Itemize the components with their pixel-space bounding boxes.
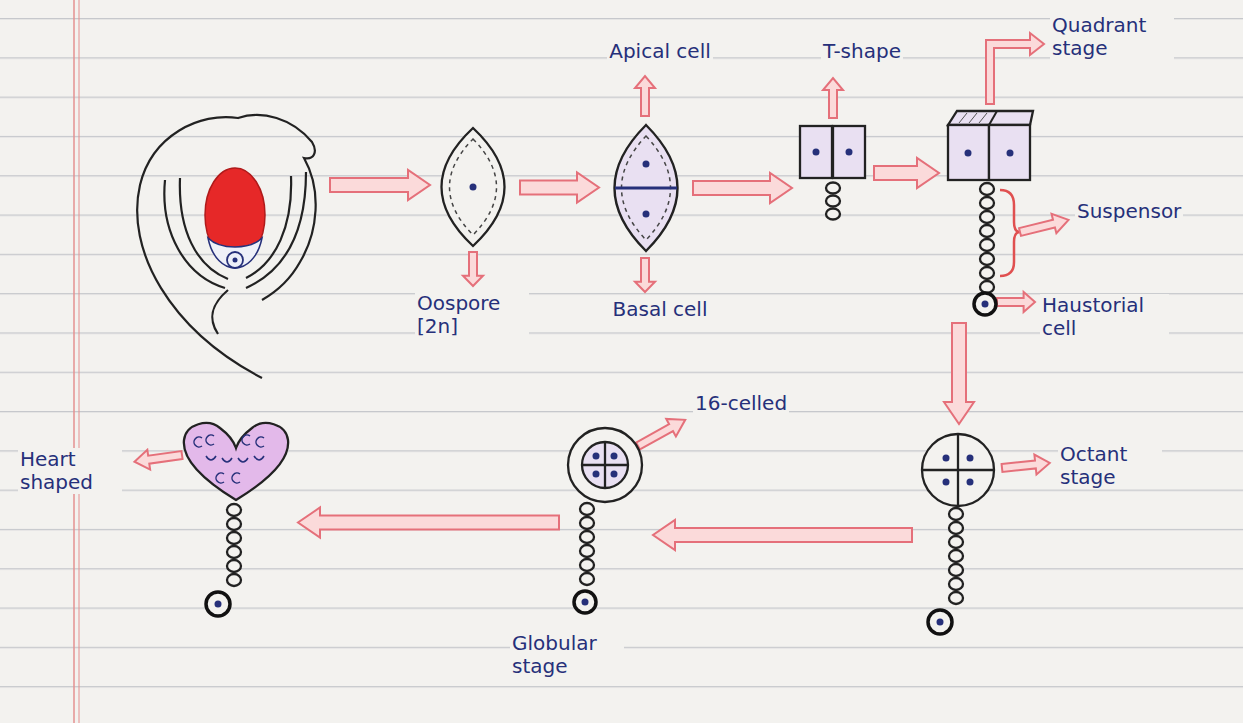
stage-arrow [693, 173, 792, 203]
leader-arrow [823, 78, 843, 118]
stage-arrow [653, 520, 912, 550]
leader-arrow [133, 445, 183, 471]
leader-arrow [1001, 453, 1051, 478]
margin-line [73, 0, 75, 723]
embryo-stage: Heart shaped [180, 418, 292, 623]
stage-label: Haustorial cell [1040, 294, 1169, 340]
embryo-stage: Apical cellBasal cell [605, 122, 687, 254]
stage-figure [918, 430, 1000, 640]
stage-figure [945, 105, 1035, 317]
stage-figure [605, 122, 687, 254]
stage-figure [798, 122, 868, 224]
ovule-figure [137, 115, 316, 378]
embryo-stage: T-shape [798, 122, 868, 224]
stage-label: Octant stage [1058, 443, 1162, 489]
stage-label: Oospore [2n] [415, 292, 529, 338]
stage-figure [180, 418, 292, 623]
stage-figure [565, 425, 647, 620]
stage-arrow [330, 170, 430, 200]
stage-label: Basal cell [611, 298, 710, 321]
leader-arrow [635, 76, 655, 116]
suspensor-bracket [1000, 190, 1020, 276]
stage-figure [432, 125, 514, 250]
leader-arrow [997, 292, 1035, 312]
leader-arrow [1018, 210, 1071, 242]
stage-label: Suspensor [1075, 200, 1183, 223]
stage-arrow [520, 173, 599, 203]
stage-label: Globular stage [510, 632, 624, 678]
stage-label: Quadrant stage [1050, 14, 1174, 60]
embryo-stage: Octant stage [918, 430, 1000, 640]
stage-arrow [944, 323, 974, 424]
stage-arrow [298, 508, 559, 538]
embryo-stage: Oospore [2n] [432, 125, 514, 250]
stage-label: Apical cell [607, 40, 713, 63]
stage-arrow [874, 158, 939, 188]
leader-arrow [463, 252, 483, 286]
leader-arrow [635, 258, 655, 292]
embryo-stage: 16-celledGlobular stage [565, 425, 647, 620]
stage-label: 16-celled [693, 392, 789, 415]
leader-arrow [633, 411, 690, 455]
stage-label: Heart shaped [18, 448, 122, 494]
leader-arrow [986, 33, 1044, 104]
margin-line [79, 0, 80, 723]
stage-label: T-shape [821, 40, 903, 63]
embryo-stage: Quadrant stageSuspensorHaustorial cell [945, 105, 1035, 317]
